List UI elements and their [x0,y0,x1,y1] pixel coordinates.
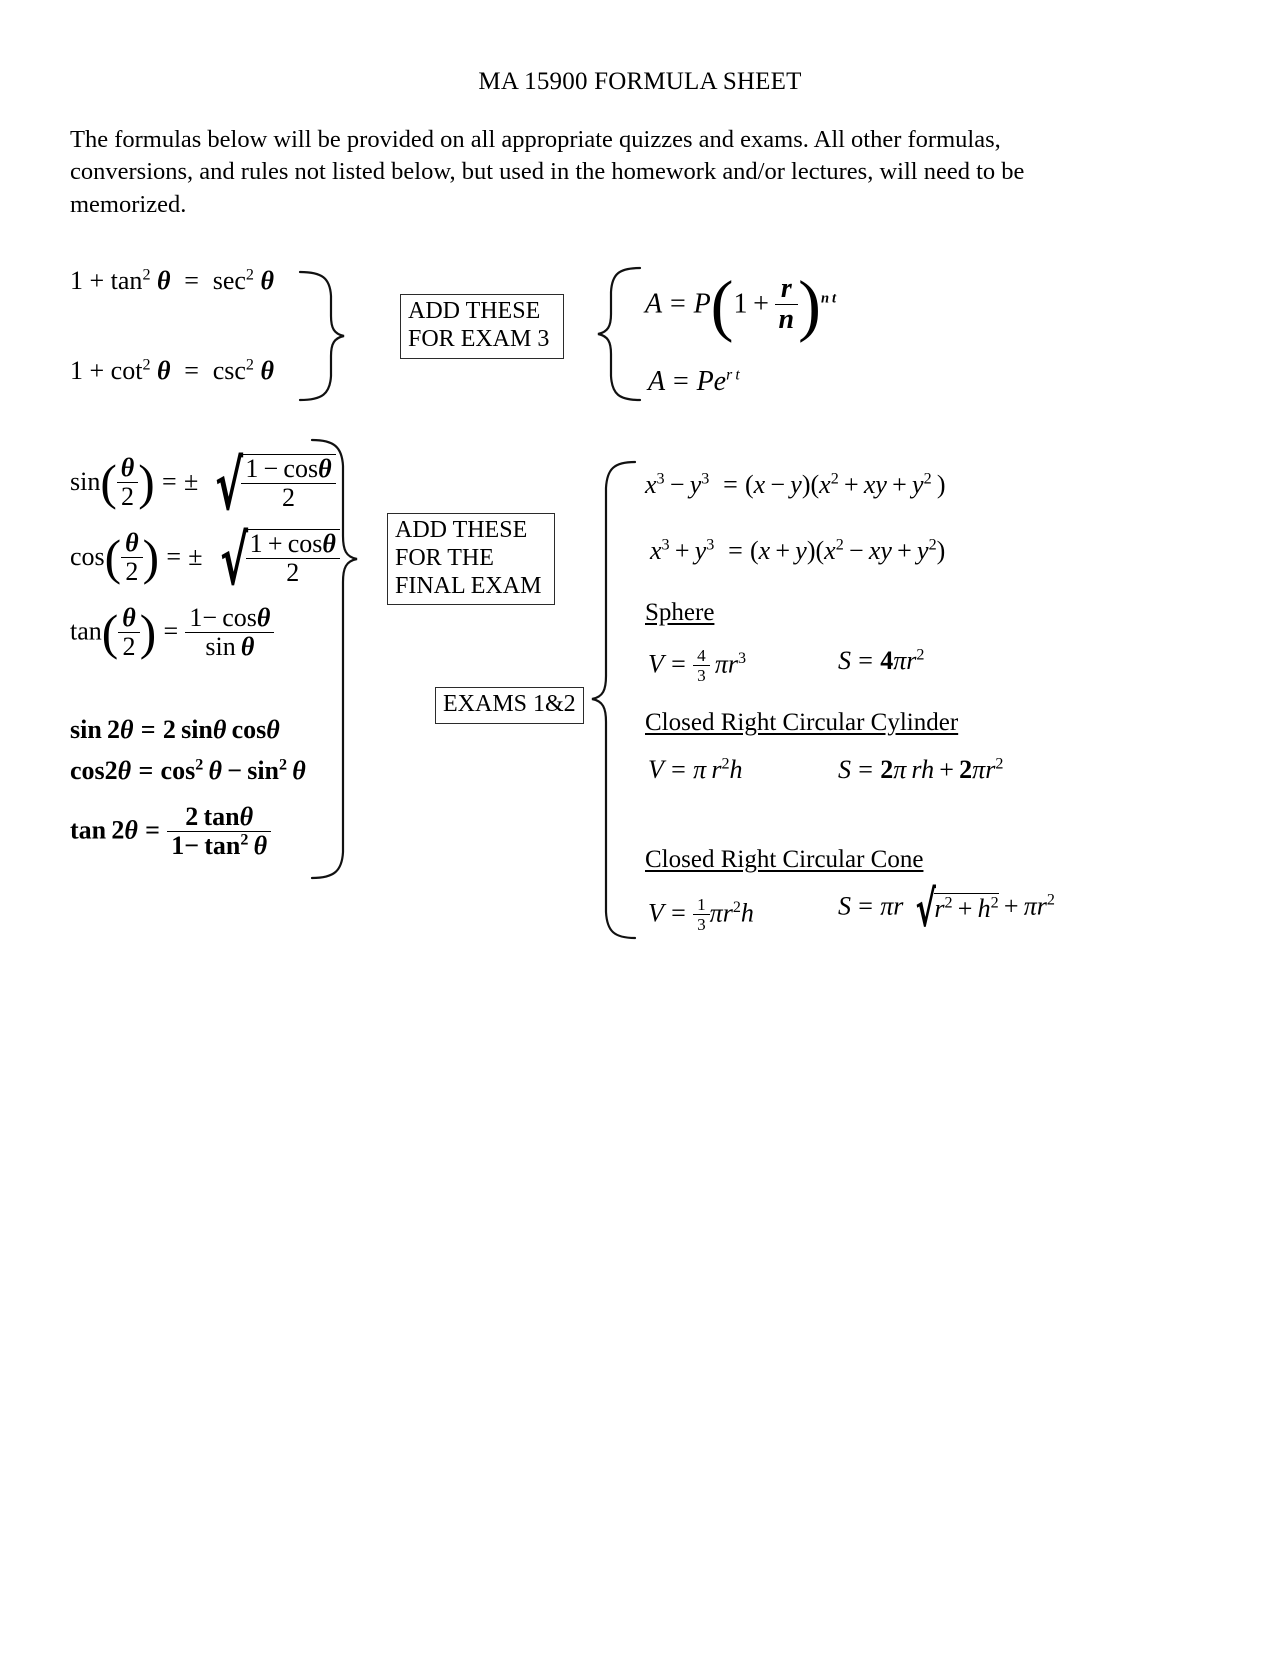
formula-cos-double: cos2θ=cos2 θ − sin2 θ [70,756,306,785]
label-final-line1: ADD THESE [395,517,528,543]
heading-cone: Closed Right Circular Cone [645,846,924,873]
heading-cylinder: Closed Right Circular Cylinder [645,709,959,736]
formula-sin-double: sin 2θ=2 sinθ cosθ [70,715,280,744]
label-box-exam3: ADD THESE FOR EXAM 3 [400,294,564,359]
formula-tan-sec: 1 + tan2 θ = sec2 θ [70,266,274,295]
heading-sphere: Sphere [645,599,715,626]
formula-difference-of-cubes: x3 − y3 =(x − y)(x2 + xy + y2 ) [645,470,946,499]
formula-sum-of-cubes: x3 + y3 =(x + y)(x2 − xy + y2) [650,536,946,565]
label-box-final-exam: ADD THESE FOR THE FINAL EXAM [387,513,555,606]
formula-cylinder-volume: V=π r2h [648,755,743,784]
formula-cylinder-surface: S=2π rh + 2πr2 [838,755,1004,784]
label-exam3-line1: ADD THESE [408,298,541,324]
formula-cot-csc: 1 + cot2 θ = csc2 θ [70,356,274,385]
page-title: MA 15900 FORMULA SHEET [478,68,802,95]
label-box-exams-1-2: EXAMS 1&2 [435,687,584,724]
label-final-line2: FOR THE [395,544,494,571]
formula-continuous-interest: A=Per t [648,366,740,397]
formula-cone-surface: S=πr√r2 + h2 + πr2 [838,879,1055,938]
formula-sphere-surface: S=4πr2 [838,646,925,675]
label-exams12: EXAMS 1&2 [443,691,576,717]
label-exam3-line2: FOR EXAM 3 [408,325,550,352]
label-final-line3: FINAL EXAM [395,572,542,599]
intro-paragraph: The formulas below will be provided on a… [70,126,1025,218]
